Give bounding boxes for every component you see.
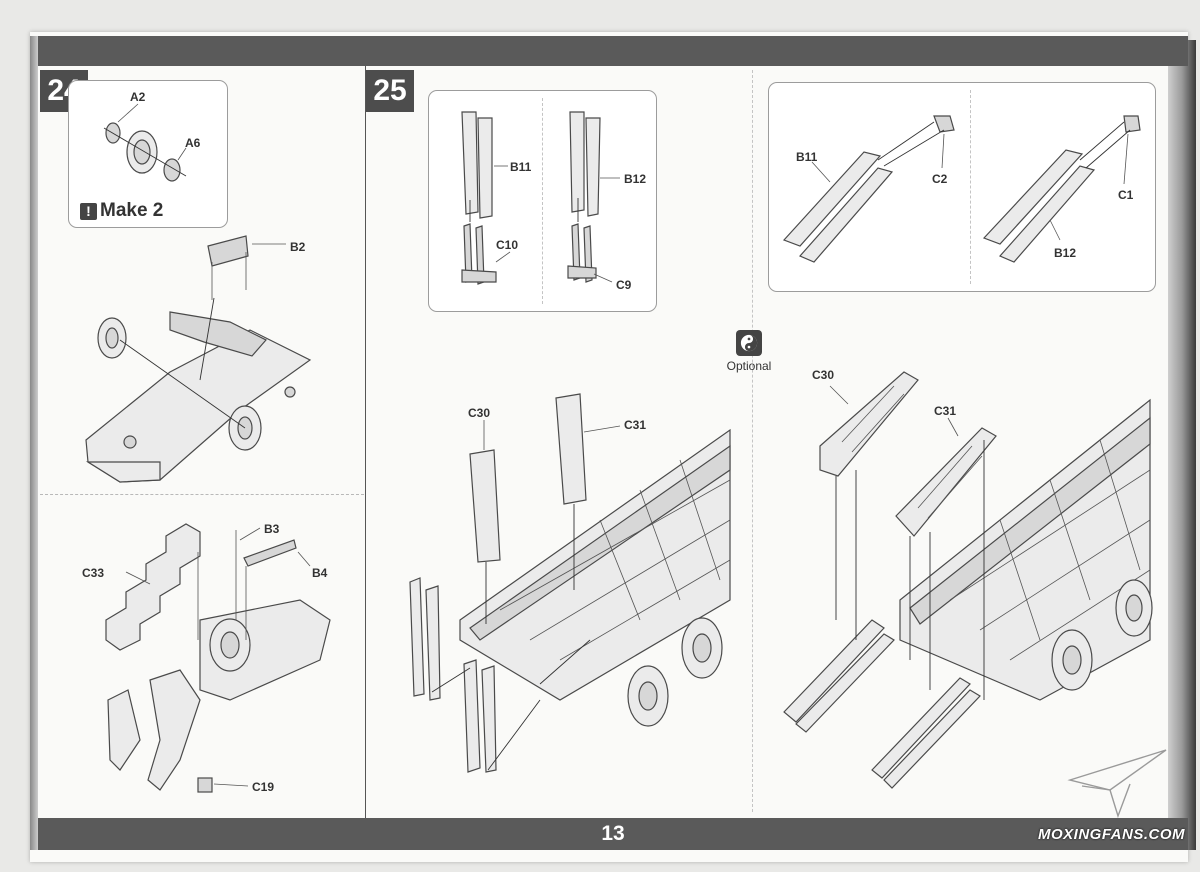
site-watermark: MOXINGFANS.COM: [1038, 826, 1186, 843]
trailer-assembly-right-drawing: [783, 371, 1153, 789]
optional-label: Optional: [726, 359, 772, 373]
ramp-detail-left-drawing: [461, 111, 620, 285]
wheel-detail-drawing: [103, 103, 187, 182]
part-label-c33: C33: [82, 566, 105, 580]
optional-marker: Optional: [720, 330, 778, 373]
part-label-b3: B3: [264, 522, 280, 536]
trailer-assembly-left-drawing: [409, 393, 731, 773]
part-label-b12: B12: [624, 172, 647, 186]
page-binding: [30, 36, 38, 850]
bottom-footer-bar: 13: [38, 818, 1188, 850]
part-label-a2: A2: [130, 90, 146, 104]
page-number: 13: [601, 822, 625, 845]
part-label-c19: C19: [252, 780, 275, 794]
top-header-bar: [38, 36, 1188, 66]
detail-left-divider: [542, 98, 543, 304]
part-label-b11-alt: B11: [796, 150, 818, 164]
part-label-b2: B2: [290, 240, 306, 254]
part-label-c31-alt: C31: [934, 404, 957, 418]
part-label-c30-alt: C30: [812, 368, 835, 382]
part-label-a6: A6: [185, 136, 201, 150]
part-label-c10: C10: [496, 238, 519, 252]
optional-divider: [752, 70, 753, 812]
make-quantity-note: ! Make 2: [80, 200, 163, 222]
make-quantity-text: Make 2: [100, 200, 164, 221]
part-label-b4: B4: [312, 566, 328, 580]
page-edge-shadow: [1168, 40, 1196, 850]
column-divider: [365, 66, 366, 818]
step24-divider: [40, 494, 364, 495]
yin-yang-icon: [736, 330, 762, 356]
step-25-badge: 25: [366, 70, 414, 112]
part-label-c1: C1: [1118, 188, 1134, 202]
paper-plane-logo: [1067, 749, 1167, 819]
dolly-chassis-drawing: [85, 235, 312, 483]
ramp-detail-right-drawing: [782, 115, 1141, 263]
part-label-c31: C31: [624, 418, 647, 432]
part-label-c2: C2: [932, 172, 948, 186]
part-label-b11: B11: [510, 160, 532, 174]
part-label-c30: C30: [468, 406, 491, 420]
part-label-c9: C9: [616, 278, 632, 292]
stairs-gooseneck-drawing: [105, 523, 331, 793]
detail-right-divider: [970, 90, 971, 284]
part-label-b12-alt: B12: [1054, 246, 1077, 260]
exclamation-icon: !: [80, 202, 97, 220]
